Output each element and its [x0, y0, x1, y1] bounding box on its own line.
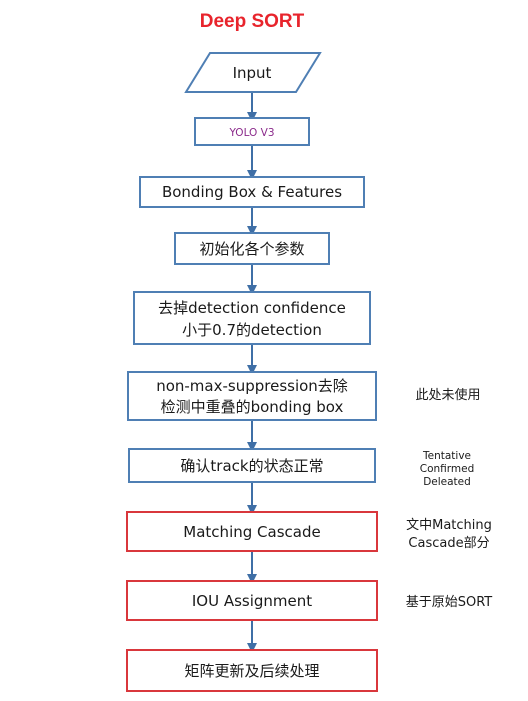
step-matching: Matching Cascade: [126, 511, 378, 552]
note-track-state-deleated: Deleated: [423, 476, 471, 488]
note-nms-unused: 此处未使用: [415, 387, 480, 403]
track-state-label: 确认track的状态正常: [180, 457, 323, 475]
iou-box: [126, 580, 378, 621]
init-box: [174, 232, 330, 265]
note-track-state-tentative: Tentative: [422, 450, 471, 462]
update-label: 矩阵更新及后续处理: [184, 662, 319, 680]
note-matching-line-2: Cascade部分: [408, 536, 489, 551]
step-update: 矩阵更新及后续处理: [126, 649, 378, 692]
filter-label-line-1: 去掉detection confidence: [158, 299, 346, 317]
update-box: [126, 649, 378, 692]
nms-label-line-2: 检测中重叠的bonding box: [161, 398, 344, 416]
step-init: 初始化各个参数: [174, 232, 330, 265]
iou-label: IOU Assignment: [192, 592, 312, 610]
filter-label-line-2: 小于0.7的detection: [182, 321, 322, 339]
matching-box: [126, 511, 378, 552]
step-iou: IOU Assignment: [126, 580, 378, 621]
step-nms: non-max-suppression去除 检测中重叠的bonding box: [127, 371, 377, 421]
nms-box: [127, 371, 377, 421]
note-iou-original-sort: 基于原始SORT: [406, 595, 493, 610]
step-input: Input: [184, 52, 322, 93]
note-track-states: Tentative Confirmed Deleated: [420, 450, 475, 488]
matching-label: Matching Cascade: [183, 523, 320, 541]
step-bbox: Bonding Box & Features: [139, 176, 365, 208]
note-track-state-confirmed: Confirmed: [420, 463, 475, 475]
step-filter: 去掉detection confidence 小于0.7的detection: [133, 291, 371, 345]
step-track-state: 确认track的状态正常: [128, 448, 376, 483]
track-state-box: [128, 448, 376, 483]
filter-box: [133, 291, 371, 345]
nms-label-line-1: non-max-suppression去除: [156, 377, 348, 395]
yolo-label: YOLO V3: [228, 127, 274, 139]
diagram-title: Deep SORT: [200, 11, 305, 32]
note-matching-line-1: 文中Matching: [406, 518, 492, 533]
step-yolo: YOLO V3: [194, 117, 310, 146]
bbox-label: Bonding Box & Features: [162, 183, 342, 201]
init-label: 初始化各个参数: [199, 240, 304, 258]
input-label: Input: [233, 64, 272, 82]
bbox-box: [139, 176, 365, 208]
yolo-box: [194, 117, 310, 146]
note-matching: 文中Matching Cascade部分: [406, 518, 492, 551]
input-parallelogram: [184, 52, 322, 93]
